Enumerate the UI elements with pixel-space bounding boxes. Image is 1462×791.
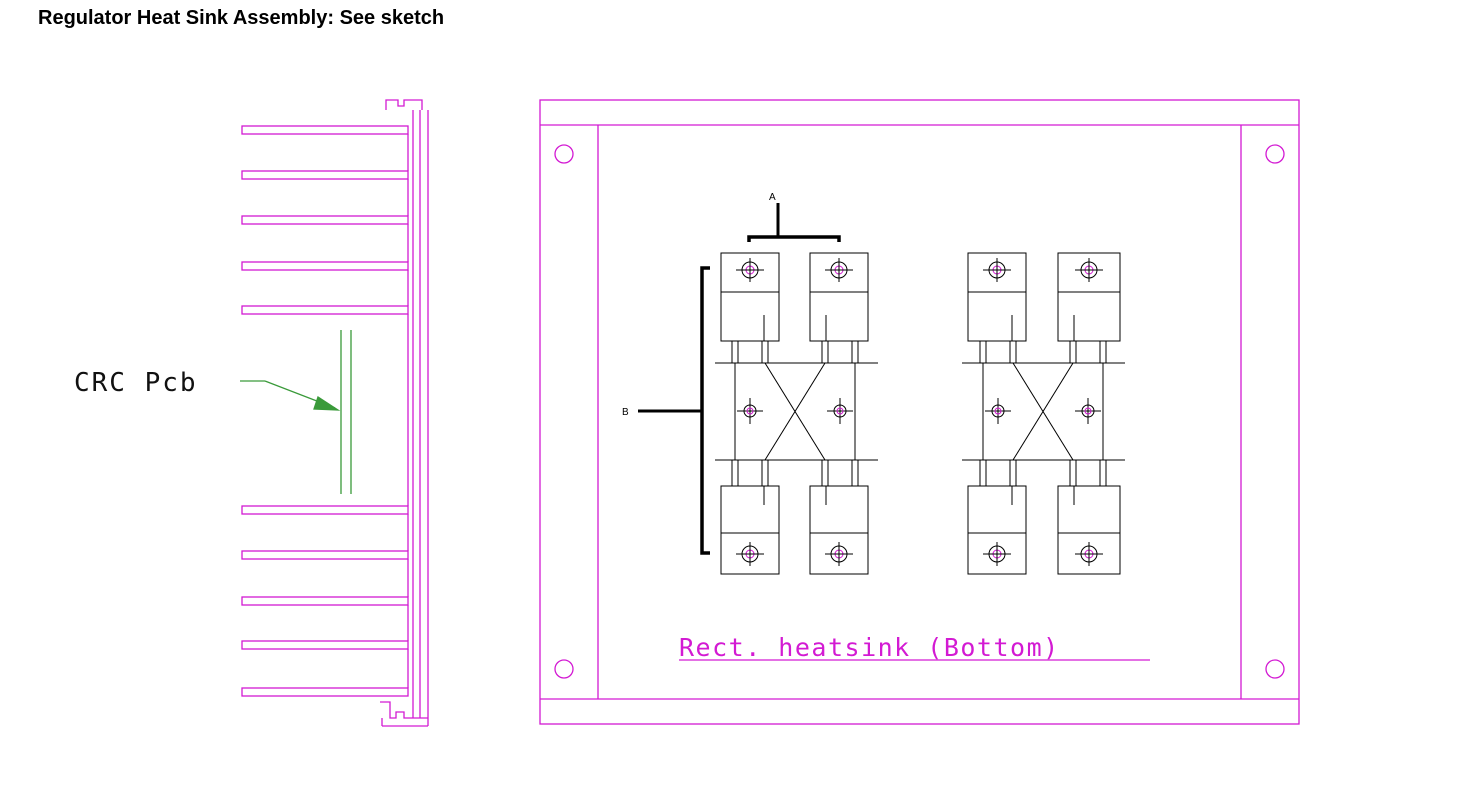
arrow-head-icon [313, 395, 341, 411]
dimension-b [638, 266, 710, 555]
side-view-heatsink [241, 99, 429, 727]
screw-holes-group-1 [736, 258, 853, 566]
pcb-board [240, 330, 352, 494]
pcb-label: CRC Pcb [74, 368, 198, 398]
dimension-b-label: B [622, 407, 629, 418]
mounting-hole-icon [554, 659, 574, 679]
heatsink-caption: Rect. heatsink (Bottom) [679, 633, 1060, 662]
page-title: Regulator Heat Sink Assembly: See sketch [38, 7, 445, 29]
mounting-hole-icon [1265, 659, 1285, 679]
bottom-view-heatsink [539, 99, 1300, 725]
dimension-a [747, 203, 841, 242]
screw-holes-group-2 [983, 258, 1103, 566]
dimension-a-label: A [769, 192, 776, 203]
mounting-hole-icon [554, 144, 574, 164]
regulator-group-1 [715, 252, 878, 575]
mounting-hole-icon [1265, 144, 1285, 164]
regulator-group-2 [962, 252, 1125, 575]
